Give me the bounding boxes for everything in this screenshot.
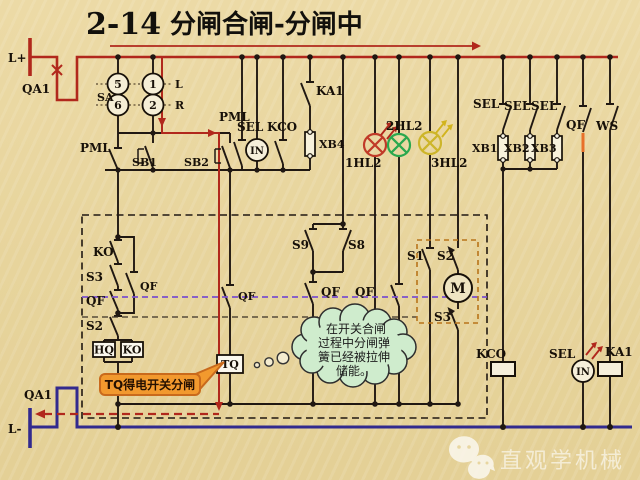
tq-callout: TQ得电开关分闸 xyxy=(99,361,225,396)
energized-path xyxy=(35,57,223,419)
s8-label: S8 xyxy=(348,238,365,252)
cloud-line-2: 过程中分闸弹 xyxy=(318,335,390,350)
sb2-label: SB2 xyxy=(184,156,209,169)
s1-label: S1 xyxy=(407,249,424,263)
ko-contact-label: KO xyxy=(93,245,114,259)
tq-callout-text: TQ得电开关分闸 xyxy=(105,377,195,392)
sa-label: SA xyxy=(97,91,114,104)
qf1-label: QF xyxy=(86,294,105,308)
s2-label: S2 xyxy=(86,319,103,333)
in-activation-arrows xyxy=(585,342,603,360)
junction-dots xyxy=(115,54,613,430)
cloud-line-4: 储能。 xyxy=(336,363,372,378)
hq-coil-label: HQ xyxy=(94,344,114,357)
page-title: 分闸合闸-分闸中 xyxy=(170,9,363,40)
sel3-label: SEL xyxy=(531,99,558,113)
ka1-contact-label: KA1 xyxy=(316,84,344,98)
lamp-lit-arrows xyxy=(380,120,453,140)
output-coils xyxy=(490,361,623,377)
cloud-line-3: 簧已经被拉伸 xyxy=(318,349,390,364)
ws-label: WS xyxy=(595,119,618,133)
qa1-contact-cross xyxy=(51,64,63,76)
motor-sub-box xyxy=(416,239,479,324)
l-minus-label: L- xyxy=(8,422,21,436)
xb3-label: XB3 xyxy=(531,142,557,155)
thought-dot-medium xyxy=(264,357,274,367)
in-sensor-top-label: IN xyxy=(250,146,264,157)
motor: M xyxy=(443,273,473,303)
mechanism-box-outline xyxy=(81,214,488,419)
kco-coil-icon xyxy=(490,361,516,377)
lamp-1hl2-icon xyxy=(362,132,388,158)
l-minus-bus xyxy=(30,386,632,429)
watermark: 直观学机械 xyxy=(448,436,625,479)
mechanism-coils: HQ KO TQ xyxy=(92,341,244,374)
sel2-label: SEL xyxy=(504,99,531,113)
motor-label: M xyxy=(450,281,466,297)
sel-top-label: SEL xyxy=(237,120,264,134)
sa-contact-6: 6 xyxy=(114,99,122,112)
wechat-icon xyxy=(448,436,495,479)
s3-label: S3 xyxy=(86,270,103,284)
sa-pos-r: R xyxy=(175,99,185,112)
xb4-label: XB4 xyxy=(319,138,345,151)
sb1-label: SB1 xyxy=(132,156,157,169)
qa1-bottom-label: QA1 xyxy=(24,388,52,402)
xb2-label: XB2 xyxy=(504,142,530,155)
thought-dot-small xyxy=(253,361,261,369)
sa-pos-l: L xyxy=(175,78,183,91)
lamp-1hl2-label: 1HL2 xyxy=(345,156,381,170)
sel-bottom-label: SEL xyxy=(549,347,576,361)
kco-contact-label: KCO xyxy=(267,120,297,134)
s9-label: S9 xyxy=(292,238,309,252)
lamp-3hl2-label: 3HL2 xyxy=(431,156,467,170)
qf-right-label: QF xyxy=(566,118,585,132)
power-buses xyxy=(28,38,632,448)
qf3-label: QF xyxy=(321,285,340,299)
qf2-label: QF xyxy=(238,290,256,303)
l-plus-label: L+ xyxy=(8,51,27,65)
lamp-3hl2-icon xyxy=(417,130,443,156)
travel-switch-arrows xyxy=(447,246,455,316)
qf4-label: QF xyxy=(355,285,374,299)
selector-switch-sa: 5 1 6 2 xyxy=(96,72,171,117)
labels: L+ QA1 L- QA1 SA L R PML SB1 SB2 PML SEL… xyxy=(8,51,633,436)
thought-cloud: 在开关合闸 过程中分闸弹 簧已经被拉伸 储能。 xyxy=(253,303,417,388)
page-title-number: 2-14 xyxy=(86,7,161,42)
lamp-2hl2-icon xyxy=(386,132,412,158)
s2-motor-label: S2 xyxy=(437,249,454,263)
xb1-label: XB1 xyxy=(472,142,498,155)
kco-coil-label: KCO xyxy=(476,347,506,361)
s3-motor-label: S3 xyxy=(434,310,451,324)
pushbutton-actuators xyxy=(137,148,221,164)
indicator-lamps xyxy=(362,130,443,158)
xb-resistors xyxy=(304,129,563,163)
pml-right-label: PML xyxy=(219,110,250,124)
sa-contact-2: 2 xyxy=(149,99,157,112)
l-plus-bus xyxy=(30,55,618,102)
thought-dot-large xyxy=(276,351,290,365)
lamp-2hl2-label: 2HL2 xyxy=(386,119,422,133)
in-sensor-bottom-icon xyxy=(571,359,595,383)
pml-left-label: PML xyxy=(80,141,111,155)
in-sensor-bottom-label: IN xyxy=(576,367,590,378)
ka1-coil-label: KA1 xyxy=(605,345,633,359)
sel1-label: SEL xyxy=(473,97,500,111)
watermark-text: 直观学机械 xyxy=(500,449,625,474)
sa-contact-1: 1 xyxy=(149,78,157,91)
in-sensor-top-icon xyxy=(245,138,269,162)
ka1-coil-icon xyxy=(597,361,623,377)
in-sensors: IN IN xyxy=(245,138,595,383)
qf-bypass-label: QF xyxy=(140,280,158,293)
ko-coil-label: KO xyxy=(123,344,142,357)
qa1-top-label: QA1 xyxy=(22,82,50,96)
cloud-line-1: 在开关合闸 xyxy=(326,321,386,336)
sa-contact-5: 5 xyxy=(114,78,122,91)
tq-coil-label: TQ xyxy=(221,358,239,371)
